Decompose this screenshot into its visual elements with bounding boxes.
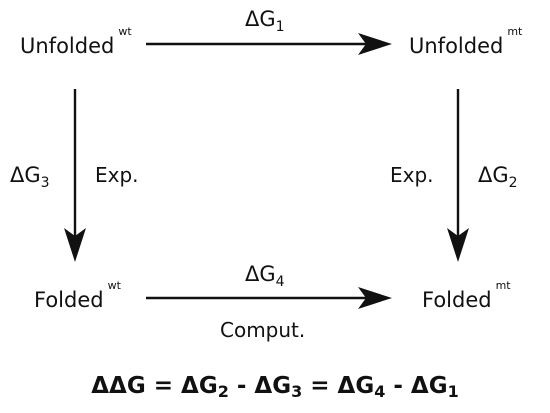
arrow-g3 bbox=[64, 89, 86, 262]
ddg-equation: ΔΔG = ΔG2 - ΔG3 = ΔG4 - ΔG1 bbox=[91, 373, 459, 401]
arrow-g1-head bbox=[358, 33, 392, 55]
node-unfolded-mt: Unfolded mt bbox=[409, 25, 523, 58]
edge-g3-label: ΔG3 bbox=[10, 163, 50, 191]
edge-g2-method: Exp. bbox=[390, 163, 434, 187]
svg-text:Unfoldedwt: Unfolded wt bbox=[20, 25, 132, 58]
node-folded-wt-label: Folded bbox=[34, 288, 104, 312]
svg-text:Foldedmt: Folded mt bbox=[422, 279, 511, 312]
svg-text:Foldedwt: Folded wt bbox=[34, 279, 122, 312]
node-folded-wt: Folded wt bbox=[34, 279, 122, 312]
node-folded-wt-sup: wt bbox=[108, 279, 122, 292]
arrow-g2 bbox=[447, 89, 469, 262]
node-folded-mt: Folded mt bbox=[422, 279, 511, 312]
edge-g2-label: ΔG2 bbox=[478, 163, 518, 191]
node-unfolded-wt-sup: wt bbox=[118, 25, 132, 38]
arrow-g4-head bbox=[358, 287, 392, 309]
node-folded-mt-label: Folded bbox=[422, 288, 492, 312]
arrow-g2-head bbox=[447, 228, 469, 262]
edge-g4-label: ΔG4 bbox=[245, 262, 285, 290]
edge-g4-method: Comput. bbox=[220, 318, 305, 342]
node-folded-mt-sup: mt bbox=[496, 279, 512, 292]
node-unfolded-wt: Unfolded wt bbox=[20, 25, 132, 58]
node-unfolded-wt-label: Unfolded bbox=[20, 34, 114, 58]
edge-g3-method: Exp. bbox=[95, 163, 139, 187]
edge-g1-label: ΔG1 bbox=[245, 7, 285, 35]
node-unfolded-mt-sup: mt bbox=[507, 25, 523, 38]
arrow-g3-head bbox=[64, 228, 86, 262]
node-unfolded-mt-label: Unfolded bbox=[409, 34, 503, 58]
svg-text:Unfoldedmt: Unfolded mt bbox=[409, 25, 523, 58]
arrow-g1 bbox=[146, 33, 392, 55]
arrow-g4 bbox=[146, 287, 392, 309]
